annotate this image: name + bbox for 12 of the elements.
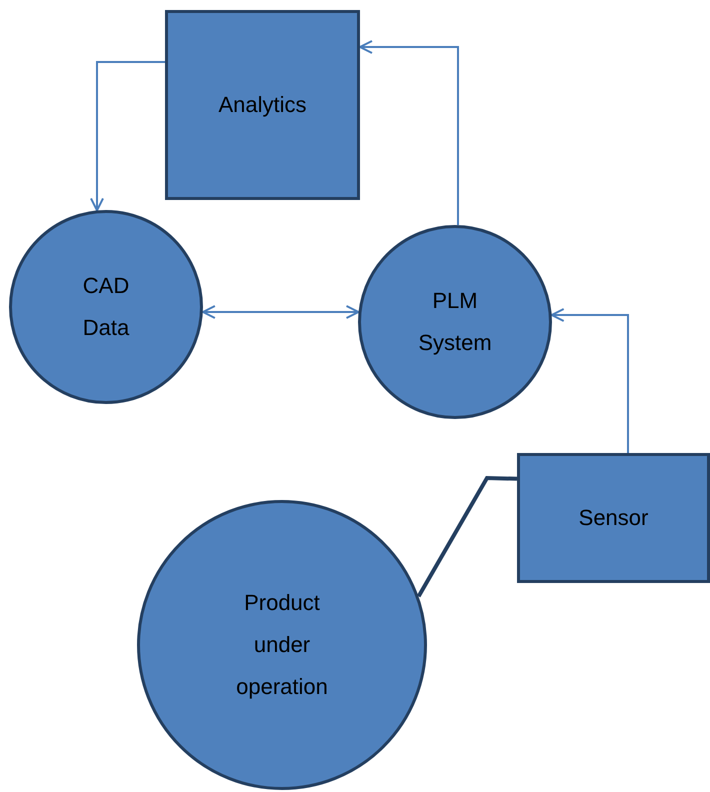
arrow [202,305,360,319]
connector-line [416,476,518,598]
process-box [517,453,710,583]
process-box [165,10,360,200]
node-label: Analytics [218,91,307,120]
arrow [359,40,459,225]
arrow [550,308,629,453]
node-label: PLM System [417,287,493,357]
node-label: Sensor [578,504,648,532]
node-label: Product under operation [235,589,329,701]
node-label: CAD Data [82,272,130,342]
arrow [90,61,165,212]
